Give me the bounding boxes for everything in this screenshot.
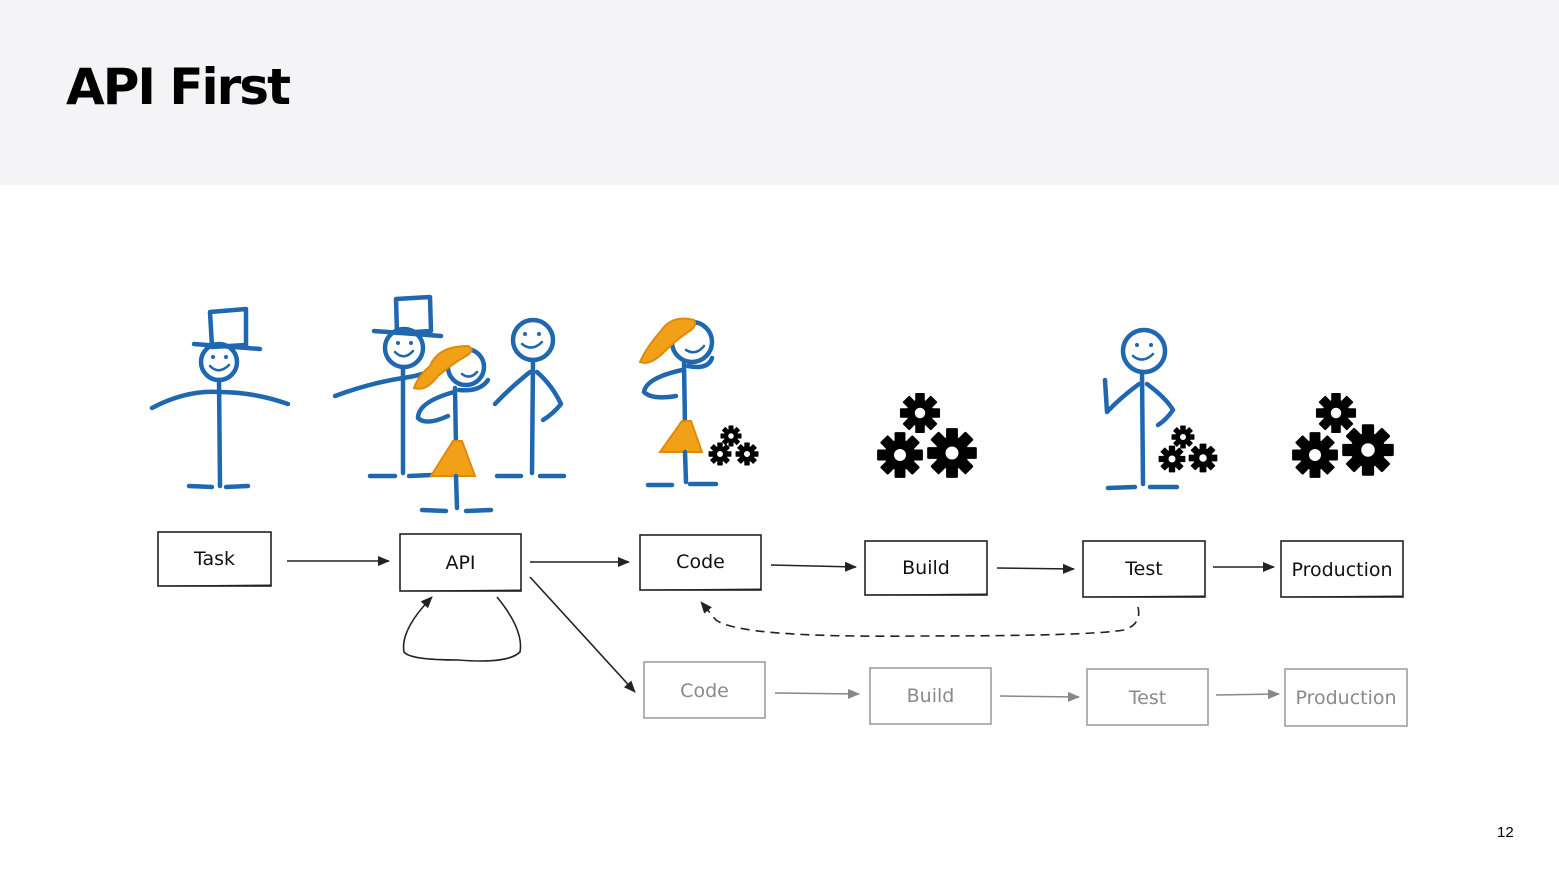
flow-box-production: Production [1280, 540, 1404, 598]
manager-figure-icon [332, 294, 444, 479]
gears-icon [708, 425, 759, 466]
manager-figure-icon [149, 306, 291, 490]
parallel-box-build: Build [869, 667, 992, 725]
parallel-flow-arrows [774, 688, 1280, 702]
parallel-label-production: Production [1295, 687, 1396, 709]
gears-icon [1158, 425, 1218, 473]
developer-woman-figure-icon [638, 317, 719, 488]
parallel-box-test: Test [1086, 668, 1209, 726]
arrow-build-to-test [996, 563, 1075, 574]
flow-box-task: Task [157, 531, 272, 587]
parallel-box-code: Code [643, 661, 766, 719]
arrow-parallel-build-to-test [999, 691, 1080, 702]
flow-label-api: API [445, 552, 475, 574]
gears-icon [877, 392, 977, 478]
main-flow-arrows [287, 556, 1275, 693]
flow-label-production: Production [1291, 559, 1392, 581]
gears-icon [1292, 392, 1394, 478]
parallel-label-code: Code [680, 680, 729, 702]
slide-title: API First [66, 58, 291, 116]
flow-label-task: Task [193, 548, 235, 570]
tester-figure-icon [1102, 327, 1180, 491]
flow-box-build: Build [864, 540, 988, 596]
team-member-figure-icon [492, 317, 567, 479]
flow-box-test: Test [1082, 540, 1206, 598]
parallel-box-production: Production [1284, 668, 1408, 727]
arrow-parallel-test-to-production [1215, 689, 1280, 700]
parallel-label-test: Test [1128, 687, 1166, 709]
flow-label-test: Test [1124, 558, 1162, 580]
flow-label-build: Build [902, 557, 950, 579]
api-self-loop-arrow [402, 596, 522, 662]
arrow-code-to-build [770, 561, 857, 572]
arrow-parallel-code-to-build [774, 688, 860, 699]
flow-box-code: Code [639, 534, 762, 591]
page-number: 12 [1497, 824, 1514, 841]
flow-box-api: API [399, 533, 522, 592]
arrow-api-to-parallel-code [529, 576, 636, 693]
feedback-test-to-code-arrow [700, 601, 1140, 637]
parallel-label-build: Build [907, 685, 955, 707]
header-band [0, 0, 1559, 185]
flow-label-code: Code [676, 551, 725, 573]
developer-woman-figure-icon [412, 344, 494, 514]
